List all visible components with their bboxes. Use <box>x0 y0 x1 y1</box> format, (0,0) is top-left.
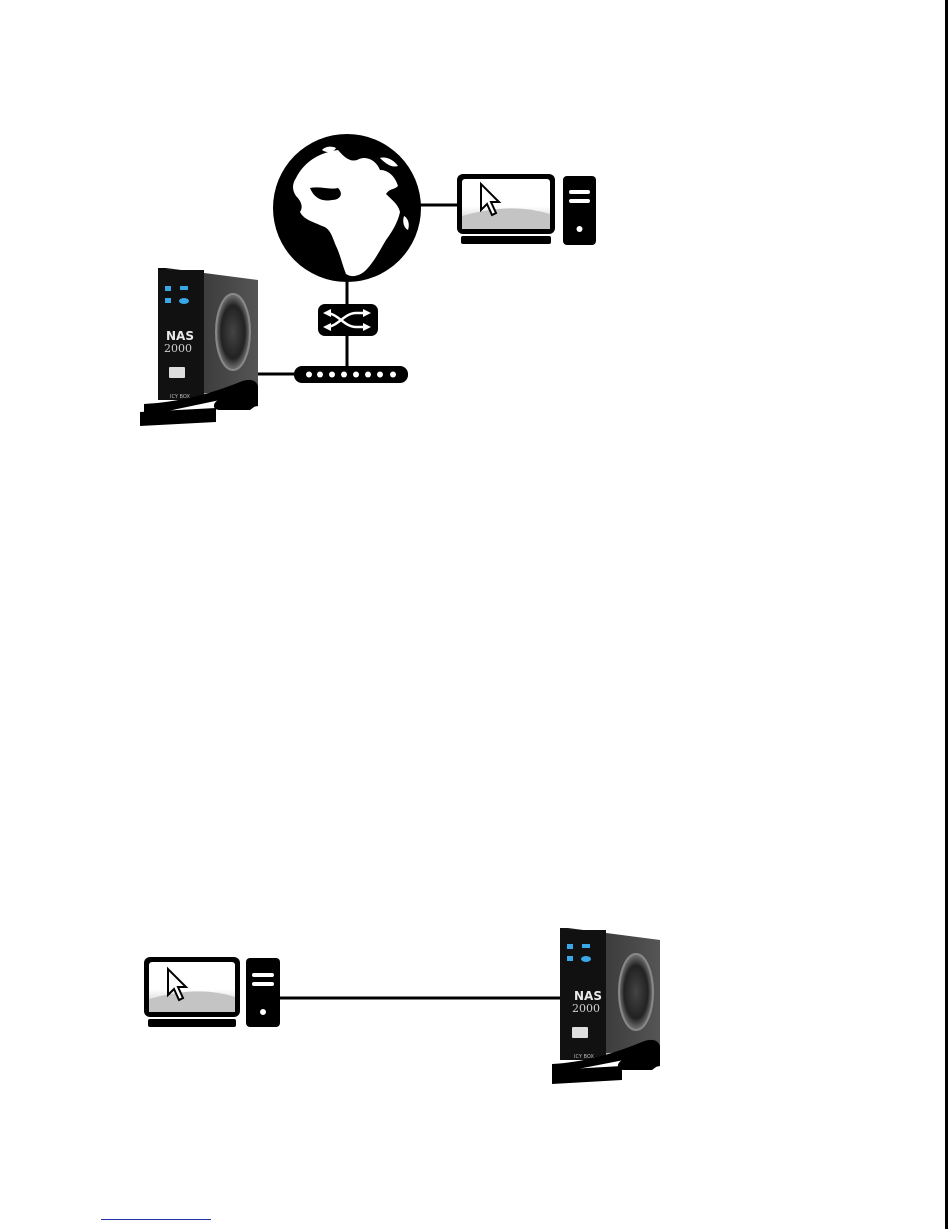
nas-label: NAS <box>166 329 194 343</box>
router-icon <box>318 304 378 336</box>
nas-model: 2000 <box>572 1002 600 1015</box>
desktop-computer-icon <box>144 957 280 1027</box>
page-edge-line <box>945 0 948 1229</box>
nas-label: NAS <box>574 989 602 1003</box>
footer-rule <box>101 1219 211 1220</box>
desktop-computer-icon <box>457 174 596 245</box>
nas-drive-icon: NAS 2000 ICY BOX <box>140 268 258 426</box>
nas-drive-icon: NAS 2000 ICY BOX <box>552 928 660 1084</box>
globe-icon <box>273 134 421 282</box>
nas-model: 2000 <box>164 342 192 355</box>
network-switch-icon <box>294 366 408 383</box>
